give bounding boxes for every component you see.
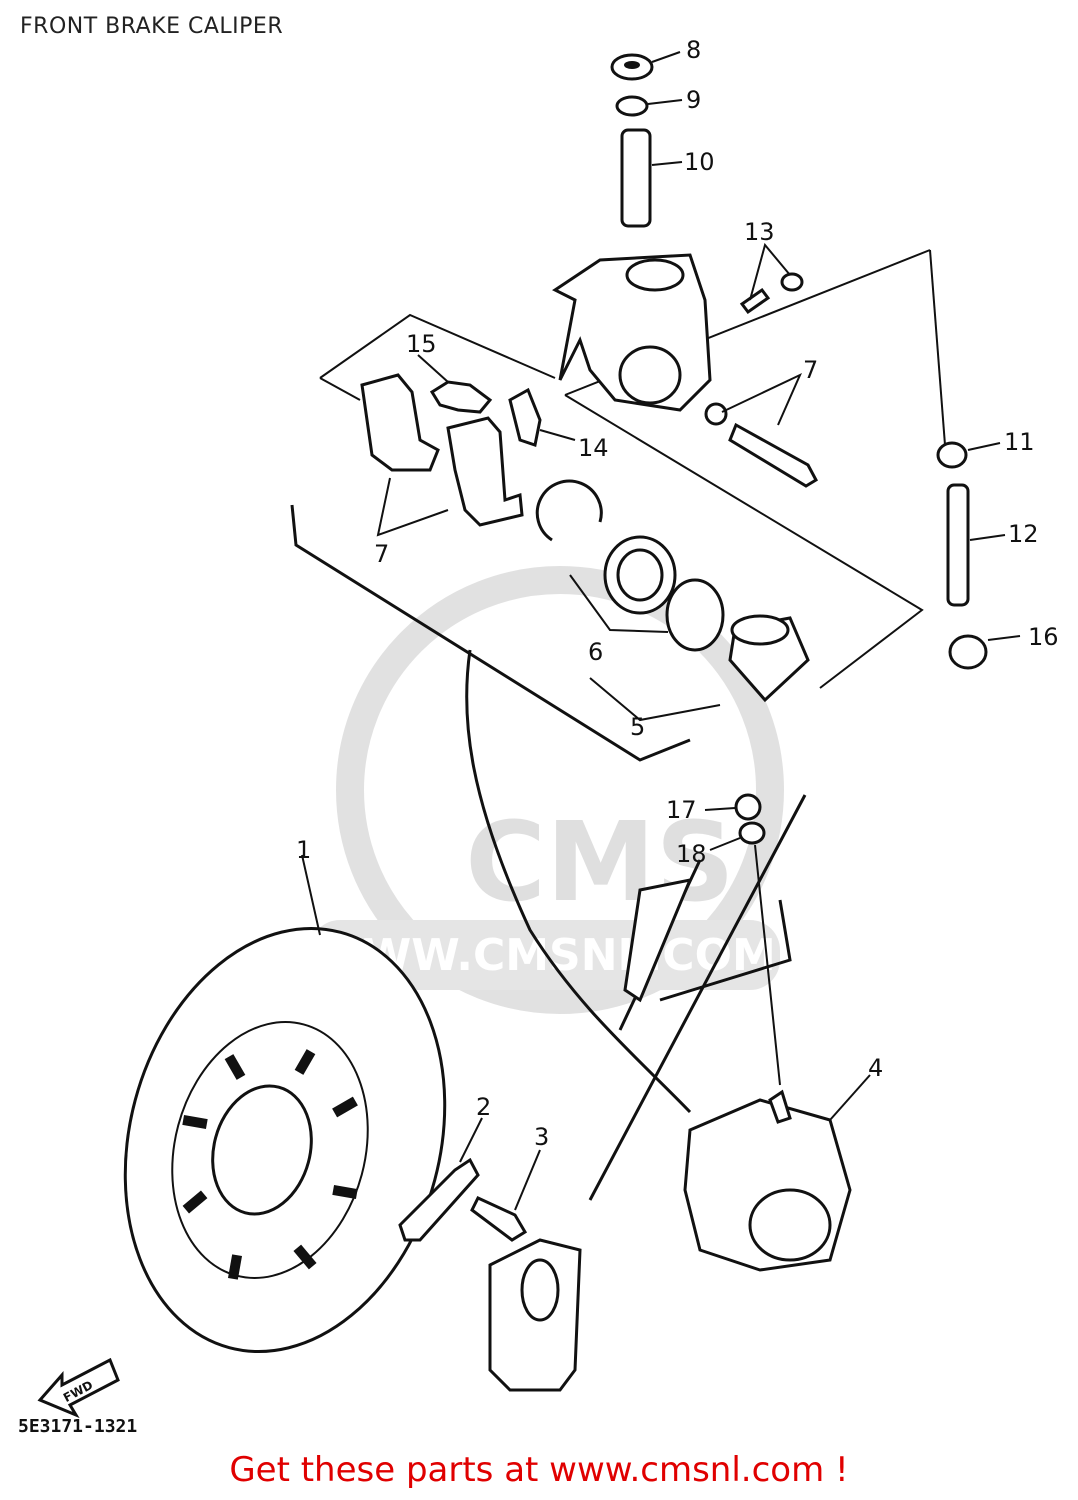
callout-labels: 1 2 3 4 5 6 7 7 8 9 10 11 12 13 14 15 16… bbox=[296, 36, 1059, 1151]
callout-10: 10 bbox=[684, 148, 715, 176]
part-1-brake-disc bbox=[123, 854, 447, 1354]
part-4-caliper-assembly bbox=[683, 1074, 871, 1272]
page-title: FRONT BRAKE CALIPER bbox=[20, 14, 284, 39]
part-14-support bbox=[508, 387, 576, 447]
callout-1: 1 bbox=[296, 836, 311, 864]
part-16-boot bbox=[948, 634, 1021, 670]
part-6-seals bbox=[535, 479, 725, 652]
callout-13: 13 bbox=[744, 218, 775, 246]
callout-7-pads: 7 bbox=[374, 540, 389, 568]
callout-15: 15 bbox=[406, 330, 437, 358]
footer-link[interactable]: Get these parts at www.cmsnl.com ! bbox=[229, 1450, 849, 1490]
callout-4: 4 bbox=[868, 1054, 883, 1082]
callout-14: 14 bbox=[578, 434, 609, 462]
part-11-nut bbox=[936, 441, 1001, 469]
part-7-pin-bolt bbox=[704, 372, 818, 488]
caliper-bracket bbox=[552, 253, 712, 412]
part-9-washer bbox=[615, 95, 683, 117]
fork-leg bbox=[488, 794, 807, 1392]
forward-direction-badge: FWD bbox=[37, 1357, 120, 1419]
part-12-bolt bbox=[946, 483, 1006, 607]
part-2-bracket bbox=[398, 1117, 483, 1242]
exploded-parts-diagram: CMS WWW.CMSNL.COM bbox=[18, 36, 1059, 1437]
callout-16: 16 bbox=[1028, 623, 1059, 651]
part-18-washer bbox=[709, 821, 781, 1086]
part-5-piston bbox=[589, 614, 810, 722]
callout-2: 2 bbox=[476, 1093, 491, 1121]
callout-18: 18 bbox=[676, 840, 707, 868]
callout-6: 6 bbox=[588, 638, 603, 666]
callout-9: 9 bbox=[686, 86, 701, 114]
part-13-bleed-screw bbox=[739, 242, 804, 315]
callout-17: 17 bbox=[666, 796, 697, 824]
brake-hose bbox=[465, 649, 692, 1114]
part-7-brake-pads bbox=[360, 373, 524, 537]
callout-12: 12 bbox=[1008, 520, 1039, 548]
watermark-text: CMS bbox=[465, 798, 734, 926]
callout-8: 8 bbox=[686, 36, 701, 64]
callout-11: 11 bbox=[1004, 428, 1035, 456]
part-3-bolt bbox=[470, 1149, 541, 1242]
diagram-code: 5E3171-1321 bbox=[18, 1416, 137, 1437]
callout-5: 5 bbox=[630, 713, 645, 741]
callout-7-pin: 7 bbox=[803, 356, 818, 384]
callout-3: 3 bbox=[534, 1123, 549, 1151]
part-8-cap bbox=[610, 51, 681, 81]
assembly-outlines bbox=[290, 249, 946, 762]
part-17-nut bbox=[704, 793, 762, 821]
part-15-pad-spring bbox=[417, 354, 493, 414]
part-10-sleeve bbox=[620, 128, 683, 228]
